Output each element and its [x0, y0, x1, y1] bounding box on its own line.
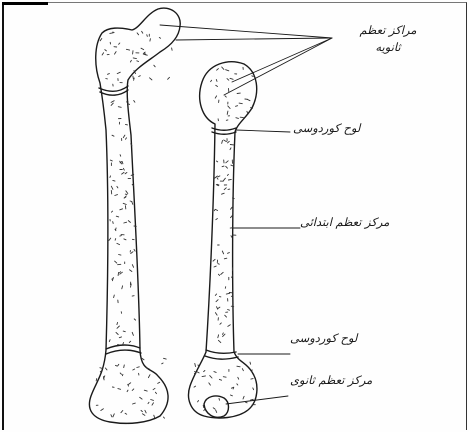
bone-texture — [96, 31, 255, 418]
label-secondary-centers: مراکز تعظم ثانویه — [338, 22, 438, 56]
left-bottom-plate — [106, 345, 140, 349]
label-epiphyseal-plate-top: لوح کوردوسی — [293, 121, 360, 135]
right-bottom-plate — [206, 350, 236, 353]
label-secondary-center-bottom: مرکز تعظم ثانوی — [290, 373, 372, 387]
right-bone-outline — [189, 62, 257, 418]
label-epiphyseal-plate-bottom: لوح کوردوسی — [290, 331, 357, 345]
left-top-plate — [99, 86, 128, 91]
left-bone-outline — [89, 8, 180, 423]
label-primary-center: مرکز تعظم ابتدائی — [300, 215, 389, 229]
right-bottom-nucleus — [204, 396, 229, 417]
